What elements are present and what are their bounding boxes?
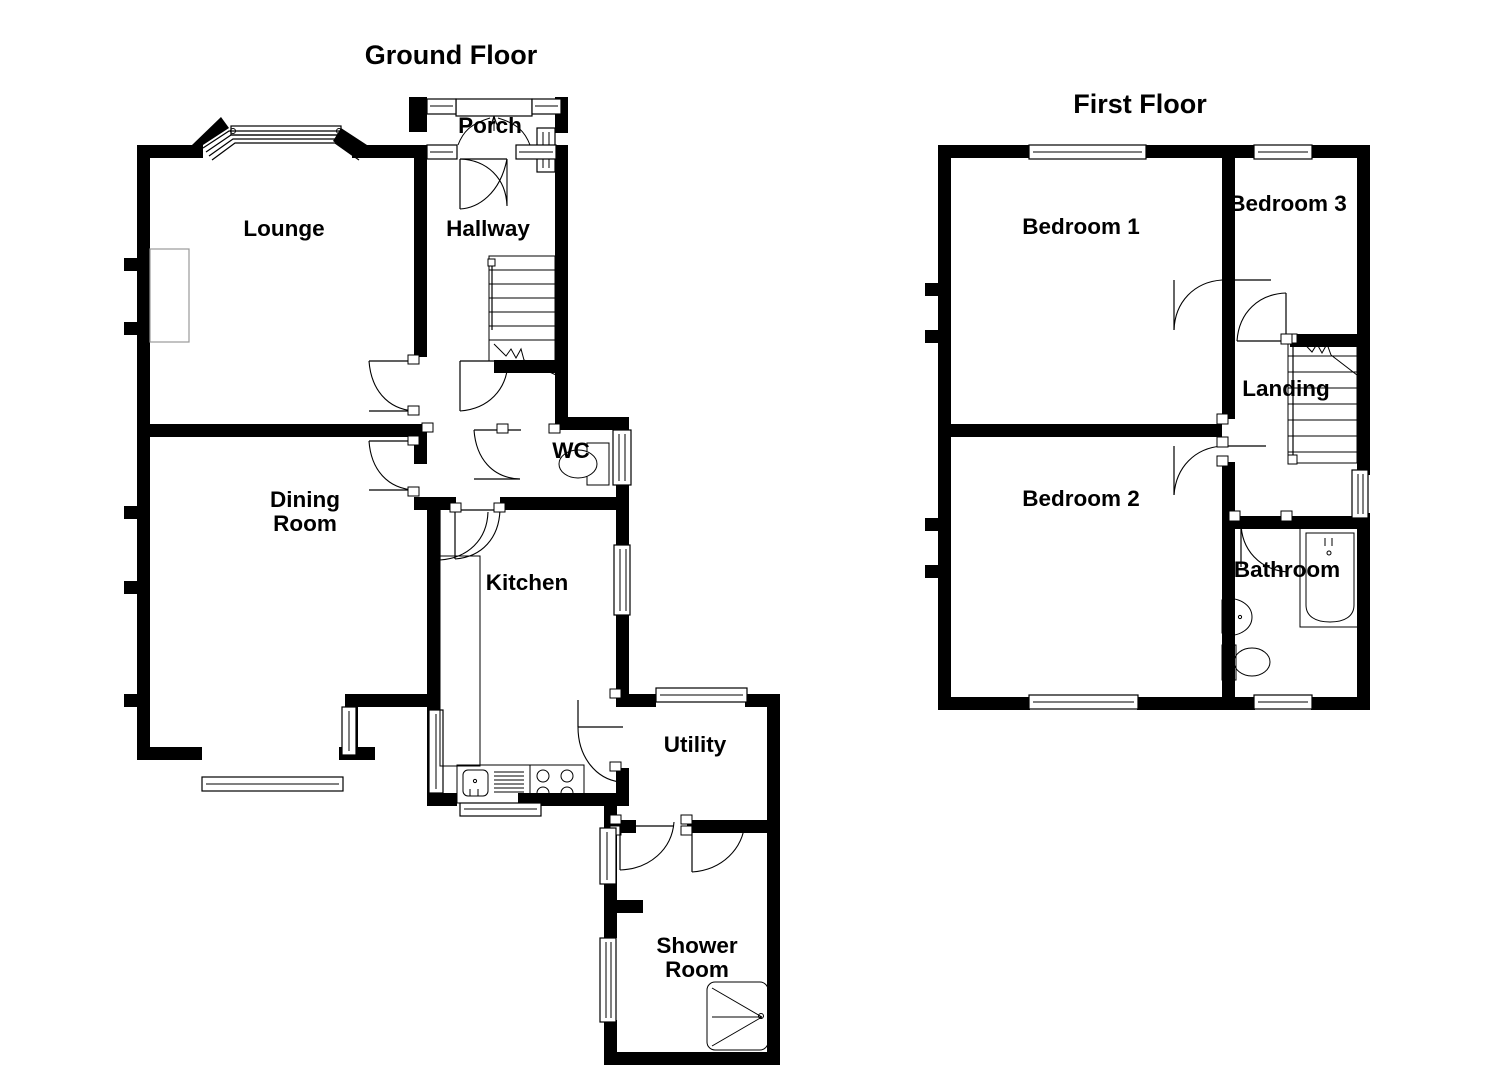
wc-pan-first <box>1233 647 1271 677</box>
first-bottom-wall-c <box>1311 697 1370 710</box>
understairs-wall <box>494 360 556 373</box>
bathroom-fixtures <box>1221 526 1361 681</box>
utility-left-jog <box>604 793 629 806</box>
kitchen-bottom-wall-left <box>427 793 457 806</box>
bed1-bed2-divider <box>951 424 1222 437</box>
first-floor-walls <box>925 145 1370 710</box>
lounge-top-wall-right <box>352 145 414 158</box>
utility-features <box>599 687 748 885</box>
landing-window-side <box>1351 469 1369 519</box>
lounge-dining-left-outer-wall <box>124 145 150 760</box>
wc-window <box>612 429 632 486</box>
wc-cistern-first <box>1221 644 1237 681</box>
kitchen-right-outer-wall <box>616 614 629 694</box>
bed2-bathroom-divider <box>1222 462 1235 710</box>
wall-jog-hall-to-wc <box>555 417 629 430</box>
room-label-dining-line1: Dining <box>270 487 340 512</box>
ground-floor-door-stops <box>407 354 693 836</box>
wc-right-outer-wall-lower <box>616 485 629 545</box>
room-label-lounge: Lounge <box>243 216 324 241</box>
bay-corner-left <box>192 117 229 145</box>
first-floor-windows <box>1028 144 1369 710</box>
first-floor-doors <box>1173 279 1289 573</box>
kitchen-sink <box>462 769 489 797</box>
first-floor-door-stops <box>1216 333 1293 522</box>
shower-window <box>599 937 617 1023</box>
utility-door-panel <box>599 827 617 885</box>
room-label-wc: WC <box>552 438 590 463</box>
bath-tub <box>1305 532 1355 623</box>
hall-bottom-wall-left <box>414 497 456 510</box>
shower-tray <box>706 981 769 1051</box>
porch-structure <box>426 98 562 210</box>
first-right-outer-wall-upper <box>1357 145 1370 475</box>
room-label-porch: Porch <box>458 113 522 138</box>
room-label-shower-line1: Shower <box>656 933 738 958</box>
room-label-utility: Utility <box>664 732 727 757</box>
first-top-wall-b <box>1145 145 1255 158</box>
lounge-top-wall-left <box>137 145 203 158</box>
lounge-bay-window <box>202 125 368 161</box>
wash-basin <box>1224 597 1253 637</box>
ground-floor-doors <box>368 360 509 561</box>
first-top-wall-a <box>938 145 1030 158</box>
room-label-shower-line2: Room <box>665 957 729 982</box>
landing-bathroom-divider <box>1235 516 1357 529</box>
lounge-hallway-divider-upper <box>414 145 427 357</box>
kitchen-tall-unit <box>439 555 481 767</box>
kitchen-features <box>428 544 631 817</box>
room-label-bathroom: Bathroom <box>1234 557 1340 582</box>
first-bottom-wall-a <box>938 697 1030 710</box>
ground-floor-staircase <box>487 255 557 376</box>
dining-kitchen-divider <box>427 510 440 695</box>
lounge-dining-divider <box>150 424 414 437</box>
shower-room-features <box>599 937 769 1051</box>
first-right-outer-wall-lower <box>1357 513 1370 710</box>
wc-fixtures <box>473 429 632 486</box>
shower-left-jog <box>617 900 643 913</box>
dining-rear-wall <box>345 694 440 707</box>
room-label-dining-line2: Room <box>273 511 337 536</box>
lounge-hallway-divider-lower <box>414 424 427 464</box>
wc-bottom-wall <box>555 497 616 510</box>
lounge-chimney-breast <box>149 248 190 343</box>
dining-bottom-wall-left <box>150 747 202 760</box>
shower-right-outer-wall <box>767 833 780 1065</box>
kitchen-window-side <box>613 544 631 616</box>
room-label-bedroom2: Bedroom 2 <box>1022 486 1140 511</box>
wc-pan <box>558 449 598 479</box>
room-label-landing: Landing <box>1242 376 1329 401</box>
utility-right-outer-wall <box>767 694 780 820</box>
room-label-hallway: Hallway <box>446 216 530 241</box>
first-floor-plan: First Floor <box>925 89 1370 710</box>
porch-right-wall-mid <box>555 145 568 158</box>
hall-bottom-wall-right <box>500 497 555 510</box>
kitchen-hob <box>529 764 585 804</box>
first-floor-title: First Floor <box>1073 89 1207 119</box>
hallway-right-outer-wall <box>555 157 568 417</box>
first-floor-left-outer-wall <box>925 145 951 710</box>
shower-bottom-wall <box>604 1052 780 1065</box>
dining-windows <box>201 706 357 792</box>
ground-floor-plan: Ground Floor <box>124 40 780 1065</box>
porch-left-wall-top <box>409 97 427 132</box>
bath-outer <box>1299 526 1361 628</box>
room-label-kitchen: Kitchen <box>486 570 569 595</box>
shower-left-wall-seg <box>604 928 617 938</box>
utility-top-wall-left <box>616 694 656 707</box>
ground-floor-walls <box>124 97 780 1065</box>
first-bottom-wall-b <box>1137 697 1255 710</box>
bed1-bed3-divider <box>1222 145 1235 419</box>
room-label-bedroom1: Bedroom 1 <box>1022 214 1140 239</box>
ground-floor-title: Ground Floor <box>365 40 538 70</box>
first-top-wall-c <box>1311 145 1370 158</box>
room-label-bedroom3: Bedroom 3 <box>1229 191 1347 216</box>
